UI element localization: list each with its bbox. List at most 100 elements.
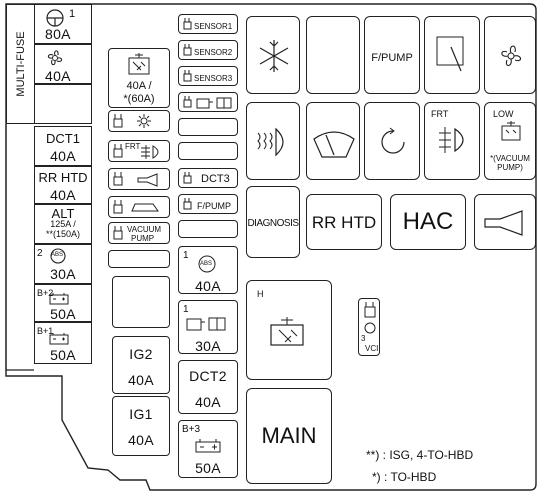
mini-fuse-slot <box>178 220 238 238</box>
relay-wiper-low <box>306 102 360 180</box>
mini-fuse-sensor2: SENSOR2 <box>178 40 238 60</box>
wiper-arc-icon <box>313 131 355 158</box>
vacuum-note2: PUMP) <box>497 163 523 172</box>
fan-icon <box>501 45 522 67</box>
mini-fuse-cooling: 40A / *(60A) <box>108 48 170 108</box>
fuse-amp: 40A <box>128 372 154 388</box>
fuse-label: B+1 <box>37 326 54 336</box>
fuse-engine-30a: 1 30A <box>178 300 238 354</box>
mini-fuse-sensor3: SENSOR3 <box>178 66 238 86</box>
battery-icon <box>49 293 69 305</box>
fuse-label: ALT <box>51 206 75 221</box>
fuse-ig2: IG2 40A <box>112 336 170 394</box>
fuse-b3: B+3 50A <box>178 420 238 478</box>
mini-fuse-interior <box>108 196 170 218</box>
mini-fuse-defrost <box>108 110 170 132</box>
car-icon <box>131 203 159 212</box>
defrost-icon <box>137 114 151 128</box>
wiper-icon <box>436 36 464 72</box>
note-to-hbd: *) : TO-HBD <box>372 470 437 484</box>
rotate-icon <box>381 127 405 154</box>
sensor2-label: SENSOR2 <box>194 48 233 57</box>
fuse-amp: *(60A) <box>123 93 155 105</box>
fuse-label: DCT1 <box>46 131 80 146</box>
fuse-label: IG2 <box>129 346 153 362</box>
relay-label: MAIN <box>261 423 317 448</box>
fog-lamp-icon <box>439 127 464 153</box>
engine-icon <box>186 317 226 331</box>
horn-icon <box>137 173 158 187</box>
fuse-symbol-icon <box>183 18 192 30</box>
fuse-amp: 40A <box>50 148 76 164</box>
fog-lamp-icon <box>141 145 159 159</box>
fuse-amp: 50A <box>50 347 76 363</box>
relay-rr-htd: RR HTD <box>306 194 382 250</box>
fuse-symbol-icon <box>364 302 376 318</box>
battery-icon <box>49 333 69 345</box>
relay-frt-fog: FRT <box>424 102 480 180</box>
relay-low-cooling: LOW *(VACUUM PUMP) <box>484 102 536 180</box>
relay-rear-defrost <box>246 102 300 180</box>
battery-icon <box>195 439 221 453</box>
vacuum-note1: *(VACUUM <box>490 154 530 163</box>
fuse-alt: ALT 125A / **(150A) <box>34 204 92 244</box>
relay-blower <box>484 16 536 94</box>
relay-main: MAIN <box>246 388 332 484</box>
cooling-fan-icon <box>501 121 521 141</box>
fuse-index: 1 <box>183 250 189 261</box>
fuse-amp: 80A <box>45 26 71 42</box>
mini-fuse-dct3: DCT3 <box>178 168 238 188</box>
fuse-sub1: 125A / <box>50 219 76 229</box>
fuse-symbol-icon <box>183 70 192 82</box>
vacuum-line2: PUMP <box>131 234 155 243</box>
fuse-vci: 3 VCI <box>358 298 380 356</box>
fuse-dct2: DCT2 40A <box>178 360 238 414</box>
fuse-steering-80a: 1 80A <box>34 4 92 44</box>
fuse-b2: B+2 50A <box>34 284 92 322</box>
engine-icon <box>364 322 376 334</box>
fuse-amp: 30A <box>50 266 76 282</box>
fuse-symbol-icon <box>183 172 192 184</box>
fuse-abs-40a: 1 ABS 40A <box>178 246 238 294</box>
fuse-symbol-icon <box>113 200 123 214</box>
note-isg: **) : ISG, 4-TO-HBD <box>366 448 474 462</box>
fuse-symbol-icon <box>183 96 192 108</box>
fuse-ig1: IG1 40A <box>112 396 170 456</box>
abs-icon-text: ABS <box>51 252 64 258</box>
fuse-amp: 40A <box>195 278 221 294</box>
fuse-index: 1 <box>69 8 76 20</box>
relay-rotate <box>364 102 420 180</box>
fuse-label: IG1 <box>129 406 153 422</box>
fuse-dct1: DCT1 40A <box>34 126 92 166</box>
frt-label: FRT <box>125 142 141 151</box>
fuse-index: 1 <box>183 304 189 315</box>
fuse-symbol-icon <box>113 172 123 186</box>
sensor3-label: SENSOR3 <box>194 74 233 83</box>
relay-label: H <box>257 289 264 299</box>
relay-label: DIAGNOSIS <box>247 218 299 229</box>
relay-wiper <box>424 16 480 94</box>
mini-fuse-vacuum-pump: VACUUM PUMP <box>108 222 170 244</box>
mini-fuse-sensor1: SENSOR1 <box>178 14 238 34</box>
left-block-bracket <box>5 124 34 371</box>
fuse-empty-slot <box>34 84 92 124</box>
fan-icon <box>47 50 63 66</box>
abs-icon <box>50 248 66 264</box>
fuse-symbol-icon <box>113 114 123 128</box>
fuse-sub2: **(150A) <box>45 229 81 239</box>
horn-icon <box>484 210 523 236</box>
mini-fuse-empty <box>108 250 170 268</box>
fuse-amp: 50A <box>195 460 221 476</box>
relay-label: LOW <box>493 109 514 119</box>
fuse-label: RR HTD <box>38 170 88 185</box>
fuse-amp: 40A <box>45 68 71 84</box>
relay-horn <box>474 194 536 250</box>
relay-label: RR HTD <box>311 213 377 232</box>
fuse-label: VCI <box>365 344 379 353</box>
mini-fuse-slot <box>178 142 238 160</box>
abs-icon-text: ABS <box>200 261 213 267</box>
relay-ac <box>246 16 300 94</box>
cooling-fan-icon <box>270 317 304 346</box>
dct3-label: DCT3 <box>201 173 230 185</box>
